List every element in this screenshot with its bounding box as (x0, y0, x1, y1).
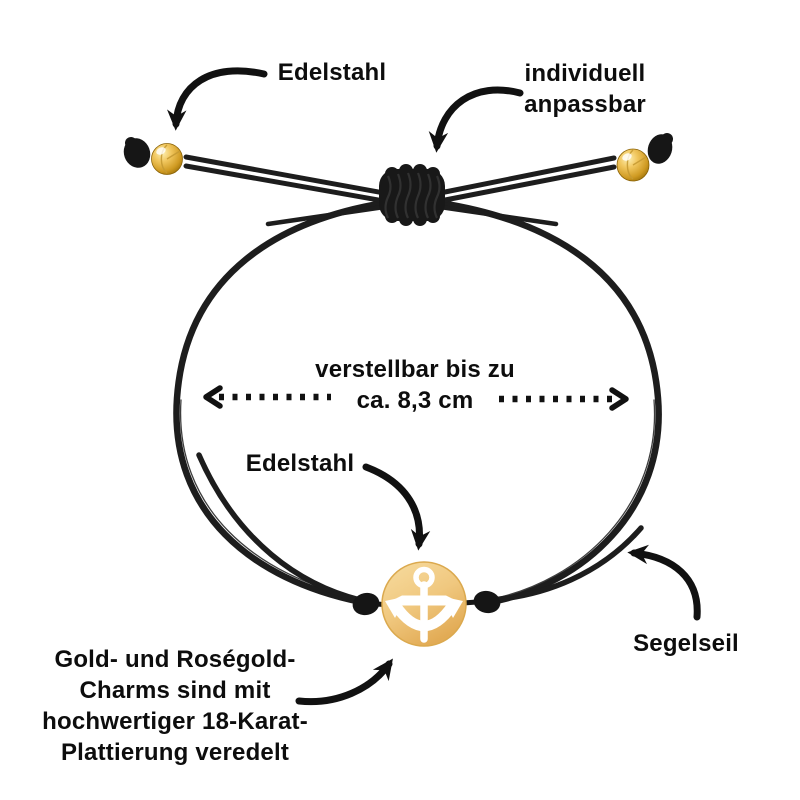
cord-double-left (196, 452, 363, 603)
gold-bead-left-seam (160, 144, 181, 174)
label-bead-material-text: Edelstahl (277, 59, 387, 86)
end-knot-left (123, 138, 151, 168)
anchor-arms (390, 600, 458, 632)
anchor-fluke-left (385, 596, 406, 618)
label-bead-material: Edelstahl (232, 57, 432, 88)
label-plating-line3: hochwertiger 18-Karat- (42, 708, 308, 735)
measure-arrows (203, 385, 629, 411)
sliding-barrel-knot (379, 164, 445, 226)
label-plating-note: Gold- und Roségold- Charms sind mit hoch… (15, 644, 335, 768)
label-rope: Segelseil (596, 628, 776, 659)
arrow-plating-charm-icon (295, 658, 393, 706)
anchor-charm (352, 561, 501, 647)
end-knots (123, 133, 673, 168)
cord-group (173, 154, 662, 606)
cord-sheen-right (491, 399, 656, 600)
barrel-knot-weave (384, 172, 441, 219)
label-charm-material: Edelstahl (210, 448, 390, 479)
anchor-stock (392, 595, 456, 606)
label-adjust-range-line1: verstellbar bis zu (315, 356, 515, 383)
dotted-arrowhead-right-icon (609, 387, 629, 411)
gold-bead-right-highlight (622, 153, 632, 161)
charm-knot-right (473, 590, 501, 614)
anchor-fluke-right (442, 596, 463, 618)
cord-fan-right (437, 204, 559, 227)
annotation-arrows (167, 67, 701, 706)
cord-double-right (487, 525, 644, 603)
arrow-individuell-knot-icon (428, 86, 524, 153)
anchor-icon (385, 566, 463, 643)
label-adjust-range-line2: ca. 8,3 cm (356, 387, 474, 414)
end-knot-right-nub (661, 133, 673, 145)
cord-tail-right-a (437, 155, 617, 196)
cord-fan-left (265, 204, 387, 227)
cord-tail-right-b (437, 164, 617, 204)
cord-tail-left-b (183, 163, 387, 204)
gold-bead-left-highlight (156, 147, 166, 155)
label-plating-line1: Gold- und Roségold- (54, 646, 296, 673)
cord-loop-right (436, 199, 662, 606)
end-knot-left-nub (125, 137, 137, 149)
arrow-segelseil-rope-icon (627, 544, 701, 621)
label-adjustable-line1: individuell (524, 60, 646, 87)
label-plating-line2: Charms sind mit (79, 677, 271, 704)
gold-bead-right-seam (626, 149, 647, 180)
charm-knot-left (352, 592, 380, 616)
label-charm-material-text: Edelstahl (245, 450, 355, 477)
label-plating-line4: Plattierung veredelt (60, 739, 290, 766)
arrow-edelstahl-bead-icon (167, 67, 268, 131)
cord-tail-left-a (183, 154, 387, 196)
label-adjustable: individuell anpassbar (495, 58, 675, 120)
cord-loop-left (173, 199, 388, 606)
label-rope-text: Segelseil (633, 630, 739, 657)
gold-beads (151, 143, 650, 182)
dotted-arrowhead-left-icon (203, 385, 223, 409)
label-adjust-range: verstellbar bis zu ca. 8,3 cm (295, 354, 535, 416)
label-adjustable-line2: anpassbar (524, 91, 646, 118)
arrow-edelstahl-charm-icon (362, 463, 431, 551)
